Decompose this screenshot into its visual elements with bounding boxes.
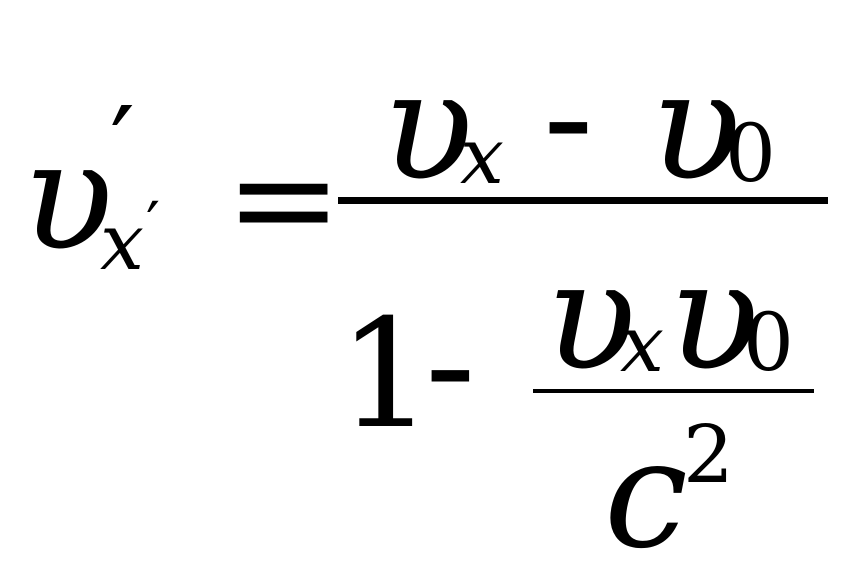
- main-fraction-bar: [338, 197, 828, 204]
- speed-of-light-c: c: [604, 408, 689, 582]
- exponent-two: 2: [683, 408, 734, 501]
- inner-fraction-bar: [533, 389, 814, 393]
- equals-sign: =: [225, 118, 343, 281]
- numerator-minus: -: [543, 30, 594, 204]
- inner-subscript-zero: 0: [743, 296, 794, 389]
- lhs-prime-mark: ′: [110, 83, 135, 211]
- denominator-one: 1: [338, 288, 434, 462]
- inner-subscript-x: x: [620, 300, 664, 390]
- lhs-velocity-symbol: υ: [22, 110, 114, 284]
- numerator-velocity-zero: υ: [650, 40, 742, 214]
- numerator-subscript-x: x: [460, 112, 504, 202]
- numerator-velocity-x: υ: [382, 40, 474, 214]
- inner-velocity-x: υ: [545, 230, 637, 404]
- denominator-minus: -: [425, 278, 476, 452]
- numerator-subscript-zero: 0: [725, 107, 776, 200]
- inner-velocity-zero: υ: [668, 230, 760, 404]
- lhs-subscript-prime: ′: [146, 188, 161, 261]
- lhs-subscript-x: x: [100, 198, 144, 288]
